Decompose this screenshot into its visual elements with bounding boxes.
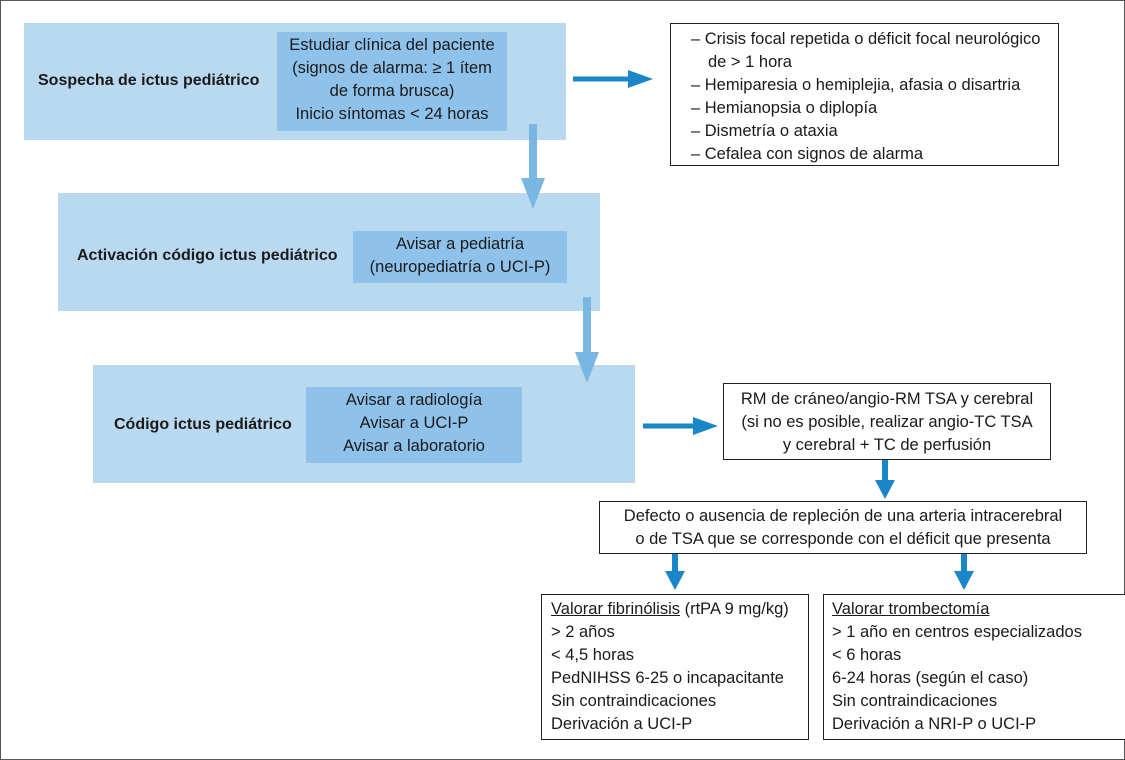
thrombectomy-criterion: 6-24 horas (según el caso) <box>832 669 1029 687</box>
thrombectomy-criterion: Derivación a NRI-P o UCI-P <box>832 715 1037 733</box>
thrombectomy-title-text: Valorar trombectomía <box>832 600 990 618</box>
alarm-sign: – Crisis focal repetida o déficit focal … <box>691 30 1041 48</box>
thrombectomy-criterion: < 6 horas <box>832 646 902 664</box>
fibrinolysis-title-text: Valorar fibrinólisis <box>551 600 680 618</box>
action-line: Avisar a laboratorio <box>343 437 485 455</box>
fibrinolysis-criterion: PedNIHSS 6-25 o incapacitante <box>551 669 784 687</box>
stage-code-actions: Avisar a radiología Avisar a UCI-P Avisa… <box>306 387 522 463</box>
finding-line: Defecto o ausencia de repleción de una a… <box>623 507 1063 525</box>
alarm-sign: de > 1 hora <box>708 53 792 71</box>
imaging-line: (si no es posible, realizar angio-TC TSA <box>741 413 1033 431</box>
fibrinolysis-criterion: < 4,5 horas <box>551 646 635 664</box>
alarm-signs-box: – Crisis focal repetida o déficit focal … <box>670 23 1059 166</box>
finding-line: o de TSA que se corresponde con el défic… <box>635 530 1051 548</box>
fibrinolysis-criterion: > 2 años <box>551 623 615 641</box>
action-line: de forma brusca) <box>329 82 455 100</box>
fibrinolysis-criterion: Derivación a UCI-P <box>551 715 693 733</box>
action-line: Avisar a radiología <box>345 391 483 409</box>
stage-activation-actions: Avisar a pediatría (neuropediatría o UCI… <box>353 231 567 283</box>
stage-activation-label: Activación código ictus pediátrico <box>77 247 338 264</box>
fibrinolysis-dose: (rtPA 9 mg/kg) <box>680 600 789 618</box>
alarm-sign: – Cefalea con signos de alarma <box>691 145 924 163</box>
action-line: Avisar a pediatría <box>395 235 525 253</box>
stage-code-label: Código ictus pediátrico <box>114 416 292 433</box>
thrombectomy-criterion: Sin contraindicaciones <box>832 692 998 710</box>
action-line: (signos de alarma: ≥ 1 ítem <box>292 59 492 77</box>
fibrinolysis-title: Valorar fibrinólisis (rtPA 9 mg/kg) <box>551 598 808 621</box>
thrombectomy-criterion: > 1 año en centros especializados <box>832 623 1082 641</box>
alarm-sign: – Dismetría o ataxia <box>691 122 838 140</box>
stage-suspicion-label: Sospecha de ictus pediátrico <box>38 72 260 89</box>
imaging-line: y cerebral + TC de perfusión <box>782 436 992 454</box>
alarm-sign: – Hemiparesia o hemiplejia, afasia o dis… <box>691 76 1021 94</box>
fibrinolysis-criterion: Sin contraindicaciones <box>551 692 717 710</box>
action-line: Estudiar clínica del paciente <box>289 36 495 54</box>
thrombectomy-title: Valorar trombectomía <box>832 598 1125 621</box>
action-line: (neuropediatría o UCI-P) <box>369 258 551 276</box>
imaging-line: RM de cráneo/angio-RM TSA y cerebral <box>740 390 1034 408</box>
action-line: Avisar a UCI-P <box>359 414 469 432</box>
thrombectomy-box: Valorar trombectomía > 1 año en centros … <box>823 594 1125 740</box>
fibrinolysis-box: Valorar fibrinólisis (rtPA 9 mg/kg) > 2 … <box>541 594 809 740</box>
action-line: Inicio síntomas < 24 horas <box>295 105 489 123</box>
imaging-box: RM de cráneo/angio-RM TSA y cerebral (si… <box>723 383 1051 460</box>
stage-suspicion-actions: Estudiar clínica del paciente (signos de… <box>277 32 507 131</box>
alarm-sign: – Hemianopsia o diplopía <box>691 99 878 117</box>
finding-box: Defecto o ausencia de repleción de una a… <box>599 501 1087 554</box>
